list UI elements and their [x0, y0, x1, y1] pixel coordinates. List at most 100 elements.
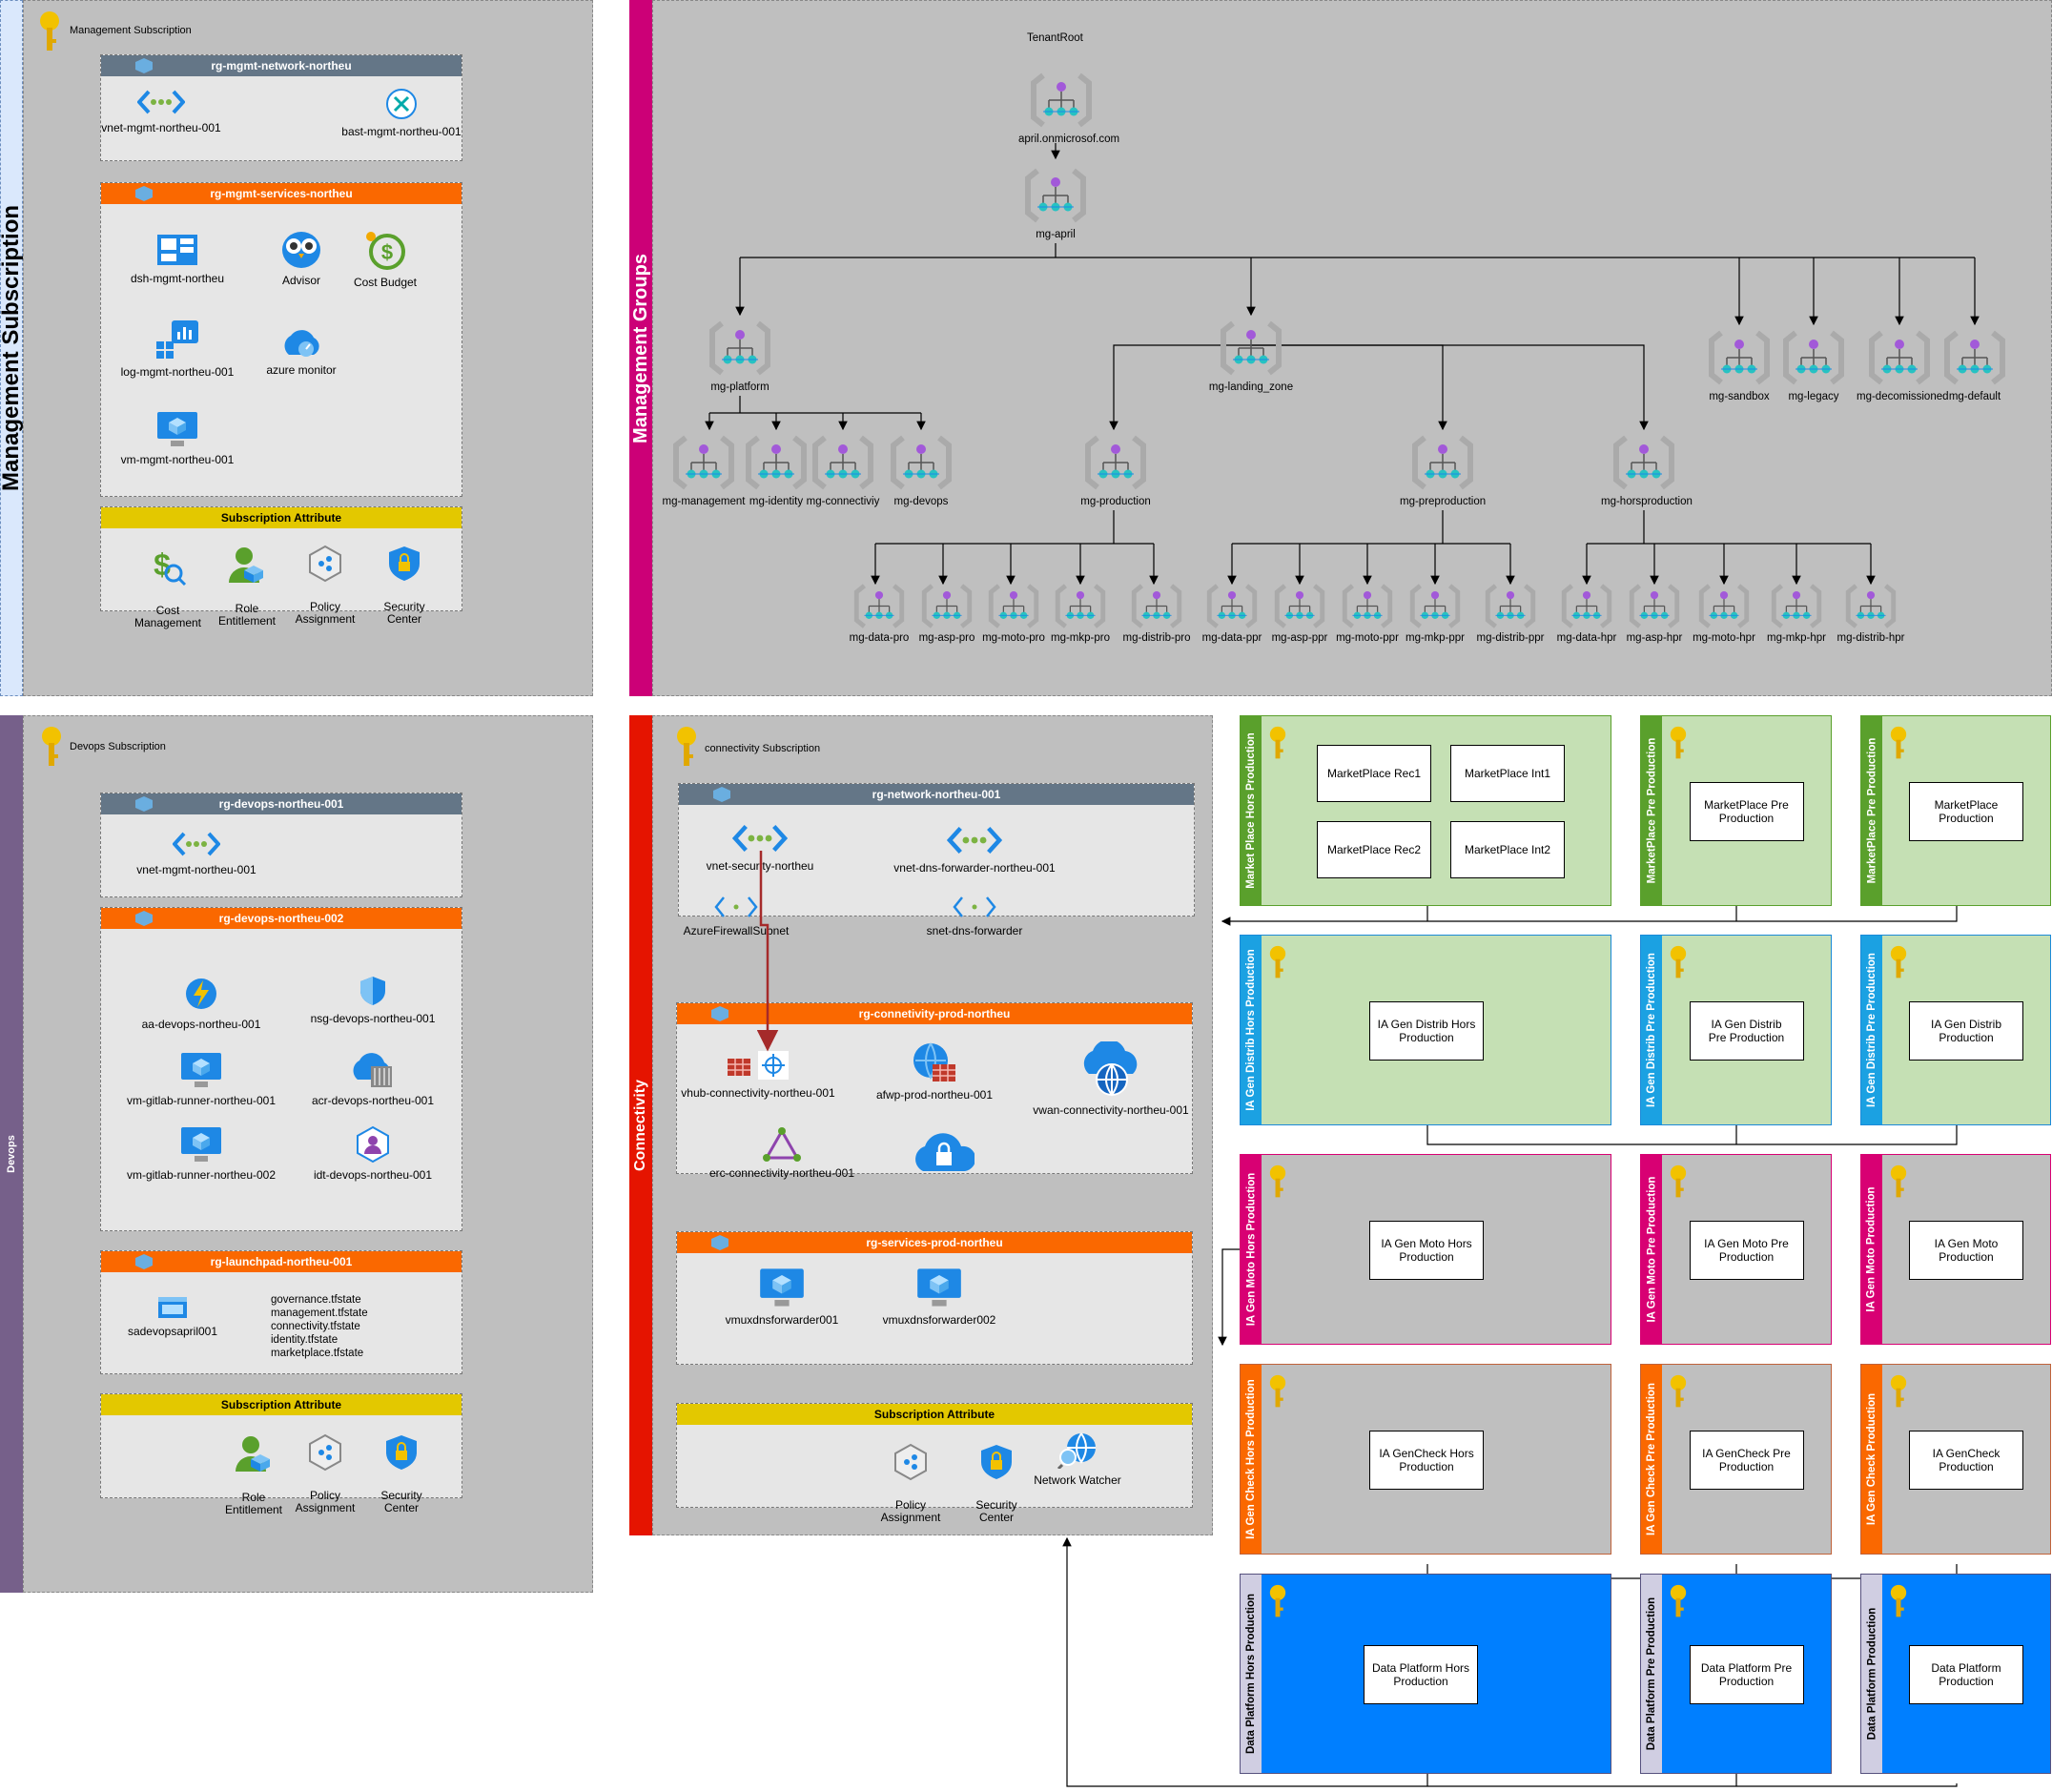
management-group-icon — [853, 584, 905, 628]
role-entitlement-item[interactable]: Role Entitlement — [220, 1421, 287, 1516]
security-center-label: Security Center — [975, 1498, 1017, 1524]
snet-dns-item[interactable]: snet-dns-forwarder — [903, 895, 1046, 937]
vm-runner-1-item[interactable]: vm-gitlab-runner-northeu-001 — [120, 1051, 282, 1107]
management-group-node[interactable]: mg-moto-pro — [971, 580, 1057, 644]
expressroute-item[interactable]: erc-connectivity-northeu-001 — [677, 1127, 887, 1180]
subscription-box[interactable]: IA GenCheck Hors Production — [1369, 1431, 1484, 1490]
subscription-box[interactable]: MarketPlace Production — [1909, 782, 2023, 841]
management-group-node[interactable]: mg-decomissioned — [1857, 324, 1949, 402]
management-group-node[interactable]: mg-mkp-hpr — [1754, 580, 1839, 644]
management-group-node[interactable]: mg-production — [1073, 429, 1159, 507]
cost-management-icon: $ — [154, 547, 187, 587]
log-analytics-item[interactable]: log-mgmt-northeu-001 — [101, 319, 254, 379]
virtual-hub-icon — [728, 1051, 789, 1080]
managed-identity-item[interactable]: idt-devops-northeu-001 — [301, 1125, 444, 1182]
landing-zone-sidebar: Data Platform Production — [1861, 1575, 1882, 1773]
advisor-item[interactable]: Advisor — [263, 227, 339, 287]
management-group-node[interactable]: mg-distrib-pro — [1114, 580, 1200, 644]
management-group-icon — [1613, 435, 1674, 490]
management-group-node[interactable]: mg-data-pro — [836, 580, 922, 644]
management-group-node[interactable]: mg-distrib-ppr — [1467, 580, 1553, 644]
network-watcher-item[interactable]: Network Watcher — [1020, 1431, 1135, 1487]
management-group-node[interactable]: mg-moto-hpr — [1681, 580, 1767, 644]
vnet-security-item[interactable]: vnet-security-northeu — [698, 822, 822, 873]
firewall-policy-item[interactable]: afwp-prod-northeu-001 — [858, 1041, 1011, 1102]
security-center-item[interactable]: Security Center — [371, 532, 438, 626]
subscription-box[interactable]: MarketPlace Pre Production — [1689, 782, 1804, 841]
management-group-node[interactable]: mg-platform — [697, 315, 783, 393]
azure-monitor-item[interactable]: azure monitor — [258, 326, 344, 377]
management-group-label: mg-preproduction — [1400, 496, 1487, 507]
subscription-box[interactable]: IA Gen Moto Production — [1909, 1221, 2023, 1280]
management-group-node[interactable]: mg-identity — [733, 429, 819, 507]
management-group-node[interactable]: mg-connectiviy — [800, 429, 886, 507]
management-group-label: mg-data-hpr — [1556, 632, 1617, 644]
vnet-item[interactable]: vnet-mgmt-northeu-001 — [101, 88, 221, 134]
management-group-node[interactable]: mg-distrib-hpr — [1828, 580, 1914, 644]
subscription-box[interactable]: IA GenCheck Pre Production — [1689, 1431, 1804, 1490]
resource-group-icon — [711, 1006, 728, 1021]
vnet-dns-item[interactable]: vnet-dns-forwarder-northeu-001 — [870, 824, 1079, 875]
management-group-node[interactable]: mg-management — [661, 429, 747, 507]
management-group-node[interactable]: mg-preproduction — [1400, 429, 1486, 507]
automation-account-item[interactable]: aa-devops-northeu-001 — [130, 975, 273, 1031]
subscription-box[interactable]: MarketPlace Rec1 — [1317, 745, 1431, 802]
subscription-box[interactable]: MarketPlace Int1 — [1450, 745, 1565, 802]
management-group-node[interactable]: mg-moto-ppr — [1324, 580, 1410, 644]
policy-assignment-item[interactable]: Policy Assignment — [292, 1421, 359, 1514]
subscription-box[interactable]: MarketPlace Rec2 — [1317, 821, 1431, 878]
management-group-node[interactable]: mg-devops — [878, 429, 964, 507]
azure-monitor-label: azure monitor — [266, 363, 337, 377]
management-group-node[interactable]: mg-mkp-pro — [1037, 580, 1123, 644]
management-group-node[interactable]: mg-april — [1013, 162, 1098, 240]
vm-item[interactable]: vm-mgmt-northeu-001 — [120, 410, 235, 466]
subscription-box[interactable]: IA Gen Distrib Hors Production — [1369, 1001, 1484, 1061]
management-group-node[interactable]: mg-sandbox — [1696, 324, 1782, 402]
management-group-node[interactable]: mg-legacy — [1771, 324, 1857, 402]
security-center-item[interactable]: Security Center — [963, 1431, 1030, 1524]
management-group-node[interactable]: mg-asp-pro — [904, 580, 990, 644]
role-entitlement-item[interactable]: Role Entitlement — [214, 532, 280, 628]
management-group-node[interactable]: mg-mkp-ppr — [1392, 580, 1478, 644]
subscription-box[interactable]: IA GenCheck Production — [1909, 1431, 2023, 1490]
security-center-item[interactable]: Security Center — [368, 1421, 435, 1514]
management-group-node[interactable]: mg-asp-hpr — [1611, 580, 1697, 644]
vnet-item[interactable]: vnet-mgmt-northeu-001 — [130, 830, 263, 876]
management-group-label: mg-moto-ppr — [1336, 632, 1399, 644]
management-group-node[interactable]: mg-default — [1932, 324, 2018, 402]
subscription-box[interactable]: Data Platform Production — [1909, 1645, 2023, 1704]
nsg-item[interactable]: nsg-devops-northeu-001 — [301, 975, 444, 1025]
subscription-box[interactable]: IA Gen Distrib Pre Production — [1689, 1001, 1804, 1061]
storage-account-item[interactable]: sadevopsapril001 — [111, 1295, 235, 1338]
landing-zone-sidebar: IA Gen Distrib Hors Production — [1241, 936, 1262, 1124]
management-group-node[interactable]: mg-horsproduction — [1601, 429, 1693, 507]
acr-item[interactable]: acr-devops-northeu-001 — [297, 1051, 449, 1107]
subscription-box[interactable]: IA Gen Moto Hors Production — [1369, 1221, 1484, 1280]
management-group-node[interactable]: mg-landing_zone — [1208, 315, 1294, 393]
dns-forwarder-vm-2-item[interactable]: vmuxdnsforwarder002 — [872, 1267, 1006, 1327]
vhub-item[interactable]: vhub-connectivity-northeu-001 — [677, 1049, 839, 1100]
management-group-node[interactable]: mg-data-hpr — [1544, 580, 1630, 644]
management-group-icon — [709, 320, 770, 376]
management-group-node[interactable]: mg-data-ppr — [1189, 580, 1275, 644]
dns-forwarder-vm-1-item[interactable]: vmuxdnsforwarder001 — [715, 1267, 849, 1327]
vm-runner-2-item[interactable]: vm-gitlab-runner-northeu-002 — [120, 1125, 282, 1182]
management-group-node[interactable]: april.onmicrosof.com — [1018, 67, 1119, 145]
management-group-label: mg-data-pro — [849, 632, 910, 644]
subscription-box[interactable]: Data Platform Hors Production — [1364, 1645, 1478, 1704]
bastion-item[interactable]: bast-mgmt-northeu-001 — [339, 88, 463, 138]
cost-management-item[interactable]: $ Cost Management — [130, 534, 206, 629]
cost-budget-item[interactable]: $ Cost Budget — [347, 229, 423, 289]
subscription-box[interactable]: Data Platform Pre Production — [1689, 1645, 1804, 1704]
policy-assignment-item[interactable]: Policy Assignment — [877, 1431, 944, 1524]
subscription-box[interactable]: IA Gen Distrib Production — [1909, 1001, 2023, 1061]
firewall-subnet-item[interactable]: AzureFirewallSubnet — [679, 895, 793, 937]
subscription-box[interactable]: MarketPlace Int2 — [1450, 821, 1565, 878]
management-group-node[interactable]: mg-asp-ppr — [1257, 580, 1343, 644]
subscription-box[interactable]: IA Gen Moto Pre Production — [1689, 1221, 1804, 1280]
management-group-icon — [1412, 435, 1473, 490]
policy-assignment-item[interactable]: Policy Assignment — [292, 532, 359, 626]
vwan-item[interactable]: vwan-connectivity-northeu-001 — [1028, 1041, 1194, 1117]
dashboard-item[interactable]: dsh-mgmt-northeu — [120, 233, 235, 285]
